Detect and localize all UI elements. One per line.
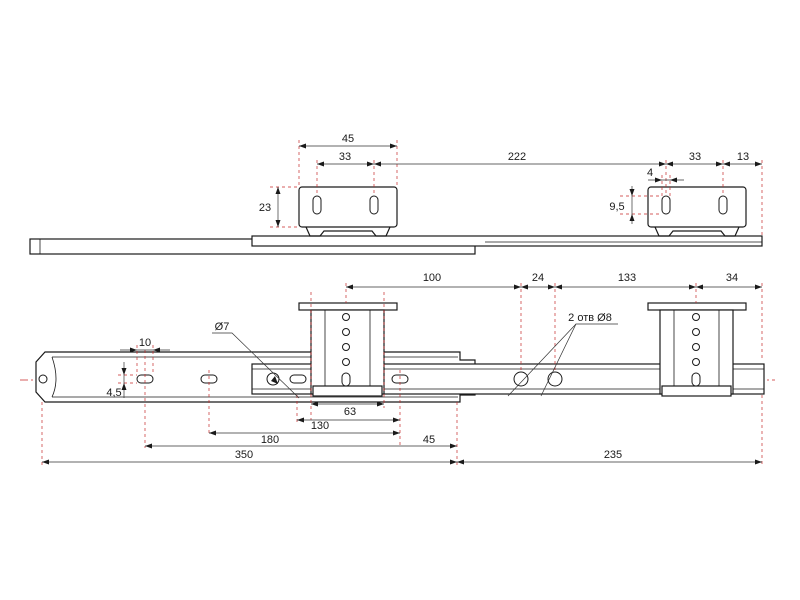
top-left-slot-1 bbox=[312, 195, 322, 215]
dim-9-5: 9,5 bbox=[609, 201, 624, 213]
dim-34: 34 bbox=[726, 272, 738, 284]
leader-d8-b bbox=[507, 323, 577, 397]
side-left-bracket-flange bbox=[298, 302, 398, 311]
side-right-bracket-holes bbox=[691, 313, 701, 387]
dim-45-top: 45 bbox=[342, 133, 354, 145]
dim-33-top-right: 33 bbox=[689, 151, 701, 163]
top-dimension-lines bbox=[275, 143, 762, 227]
side-hole-d8-2 bbox=[547, 371, 563, 387]
top-left-bracket-clip bbox=[305, 226, 391, 237]
dim-45-side: 45 bbox=[423, 434, 435, 446]
dim-4-5: 4,5 bbox=[106, 387, 121, 399]
dim-133: 133 bbox=[618, 272, 636, 284]
top-view: 45 33 222 33 13 23 4 9,5 bbox=[29, 133, 763, 255]
top-right-slot-2 bbox=[718, 195, 728, 215]
side-end-stop-hole bbox=[38, 374, 48, 384]
dim-350: 350 bbox=[235, 449, 253, 461]
side-left-bracket-holes bbox=[341, 313, 351, 387]
leader-d7 bbox=[212, 332, 300, 399]
side-left-bracket-foot bbox=[312, 385, 383, 397]
dim-24: 24 bbox=[532, 272, 544, 284]
side-hole-d8-1 bbox=[513, 371, 529, 387]
top-right-bracket-clip bbox=[654, 226, 740, 237]
dim-63: 63 bbox=[344, 406, 356, 418]
dim-130: 130 bbox=[311, 420, 329, 432]
dim-23: 23 bbox=[259, 202, 271, 214]
dim-13: 13 bbox=[737, 151, 749, 163]
top-extension-lines bbox=[270, 140, 763, 236]
dim-4: 4 bbox=[647, 167, 653, 179]
side-extension-lines bbox=[41, 283, 763, 465]
callout-holes-d8: 2 отв Ø8 bbox=[568, 312, 612, 324]
dim-180: 180 bbox=[261, 434, 279, 446]
top-left-slot-2 bbox=[369, 195, 379, 215]
dim-235: 235 bbox=[604, 449, 622, 461]
side-rail-end-curve bbox=[51, 356, 57, 398]
dim-100: 100 bbox=[423, 272, 441, 284]
side-slot-3 bbox=[289, 374, 307, 384]
side-dimension-lines bbox=[42, 284, 762, 465]
callout-hole-d7: Ø7 bbox=[215, 321, 230, 333]
top-rail-inner-member bbox=[251, 235, 763, 247]
side-right-bracket-flange bbox=[647, 302, 747, 311]
side-right-bracket-foot bbox=[661, 385, 732, 397]
dim-222: 222 bbox=[508, 151, 526, 163]
side-view: 100 24 133 34 10 4,5 63 130 180 45 350 2… bbox=[20, 272, 775, 465]
dim-10: 10 bbox=[139, 337, 151, 349]
dim-33-top-left: 33 bbox=[339, 151, 351, 163]
top-right-slot-1 bbox=[661, 195, 671, 215]
